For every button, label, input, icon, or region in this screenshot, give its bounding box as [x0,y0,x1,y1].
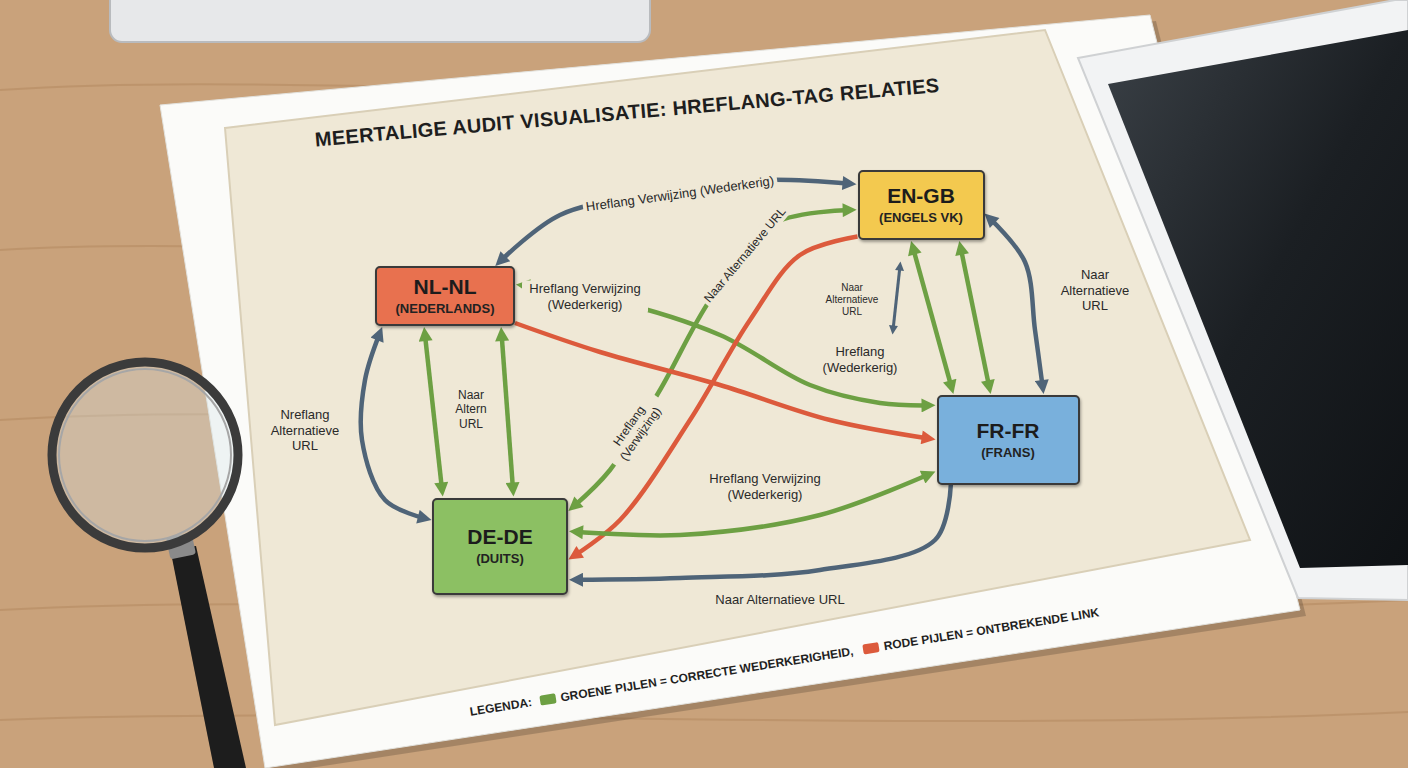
diagram-card [225,30,1250,725]
hreflang-arrow [961,248,990,387]
language-name: (DUITS) [476,552,524,567]
arrow-label: Naar Alternatieve URL [1053,266,1137,315]
language-code: NL-NL [414,275,477,299]
arrow-label: Naar Alternatieve URL [712,591,847,609]
note-label: Naar Alternatieve URL [820,281,884,319]
arrow-label: Naar Altern URL [448,387,494,432]
language-box: NL-NL (NEDERLANDS) [375,266,515,326]
legend-item: RODE PIJLEN = ONTBREKENDE LINK [862,604,1110,657]
legend-title: LEGENDA: [469,695,533,719]
language-name: (NEDERLANDS) [396,302,495,317]
hreflang-arrow [913,248,952,388]
language-box: DE-DE (DUITS) [432,498,568,595]
hreflang-arrow [361,334,425,519]
arrow-label: Nreflang Alternatieve URL [263,406,347,455]
language-code: FR-FR [977,419,1040,443]
legend-text: RODE PIJLEN = ONTBREKENDE LINK [883,605,1100,653]
legend-item: GROENE PIJLEN = CORRECTE WEDERKERIGHEID, [539,643,865,708]
hreflang-arrow [502,334,513,490]
legend: LEGENDA: GROENE PIJLEN = CORRECTE WEDERKE… [469,604,1110,719]
tablet-screen [1108,30,1408,568]
hreflang-arrow [425,334,442,490]
language-box: FR-FR (FRANS) [937,395,1080,485]
diagram-title: MEERTALIGE AUDIT VISUALISATIE: HREFLANG-… [314,74,940,152]
legend-swatch [539,693,556,705]
hreflang-arrow [515,323,929,439]
note-label: Hreflang (Verwijzing) [599,388,670,471]
laptop-edge [110,0,650,42]
language-name: (FRANS) [981,446,1034,461]
note-label: Hreflang (Wederkerig) [819,343,901,376]
arrow-label: Hreflang Verwijzing (Wederkerig) [702,470,828,503]
language-name: (ENGELS VK) [879,211,963,226]
legend-text: GROENE PIJLEN = CORRECTE WEDERKERIGHEID, [559,644,854,704]
small-arrow [893,266,900,330]
magnifier-handle [170,546,246,768]
arrow-label: Hreflang Verwijzing (Wederkerig) [582,172,778,217]
language-box: EN-GB (ENGELS VK) [858,170,985,240]
magnifier [52,362,246,768]
lens-ring [59,369,231,541]
language-code: EN-GB [887,184,955,208]
arrow-label: Naar Alternatieve URL [698,202,791,309]
magnifier-lens [52,362,238,548]
arrow-label: Hreflang Verwijzing (Wederkerig) [522,280,648,313]
language-code: DE-DE [467,525,532,549]
hreflang-arrow [990,218,1043,387]
legend-swatch [862,642,879,654]
